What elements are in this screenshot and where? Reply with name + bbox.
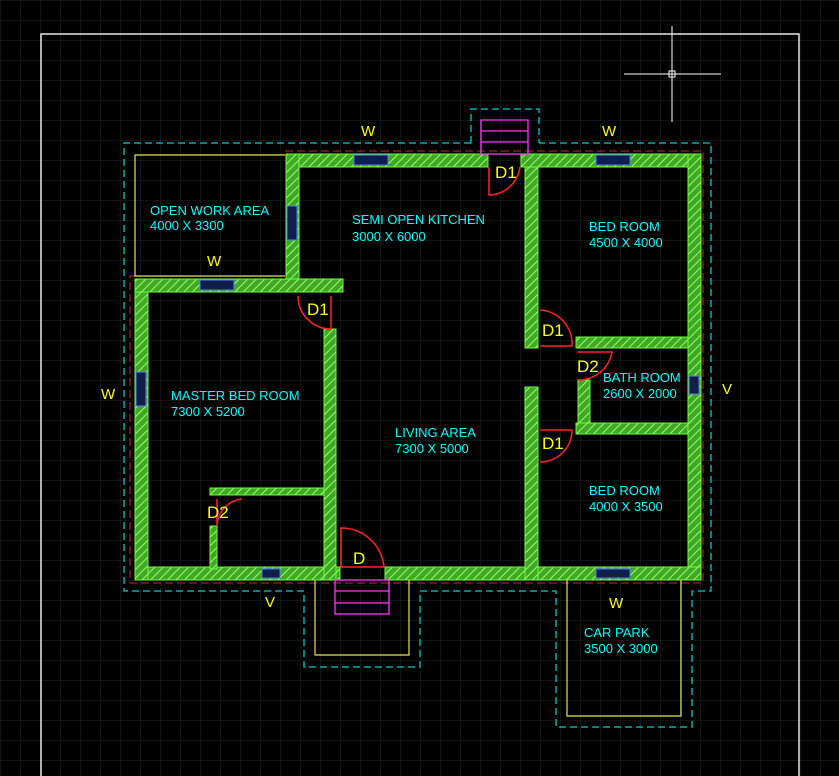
room-size-carpark: 3500 X 3000 <box>584 641 658 656</box>
door-bed2 <box>539 429 573 463</box>
door-kitchen-rear <box>488 166 521 196</box>
room-size-bed1: 4500 X 4000 <box>589 235 663 250</box>
door-tag-bed1: D1 <box>542 321 564 340</box>
room-size-living: 7300 X 5000 <box>395 441 469 456</box>
window-bed1-top <box>595 154 631 166</box>
vent-tag-master: V <box>265 594 275 611</box>
room-size-bath: 2600 X 2000 <box>603 386 677 401</box>
door-tag-bed2: D1 <box>542 434 564 453</box>
room-name-bed2: BED ROOM <box>589 483 660 498</box>
window-tag-bed2: W <box>609 595 624 612</box>
window-kitchen-top <box>353 154 389 166</box>
crosshair-cursor-icon <box>624 26 721 122</box>
yellow-outlines <box>134 154 682 717</box>
door-tag-master-inner: D2 <box>207 503 229 522</box>
room-name-living: LIVING AREA <box>395 425 476 440</box>
window-tag-bed1: W <box>602 123 617 140</box>
room-name-master: MASTER BED ROOM <box>171 388 300 403</box>
doors <box>216 166 613 568</box>
window-kitchen-left <box>286 205 298 241</box>
door-tag-master: D1 <box>307 300 329 319</box>
door-bath <box>577 351 613 381</box>
window-bed2-bottom <box>595 568 631 579</box>
room-size-bed2: 4000 X 3500 <box>589 499 663 514</box>
door-master-inner <box>216 498 243 527</box>
door-bed1 <box>539 309 573 347</box>
sheet-border <box>40 33 800 776</box>
plinth-outline <box>123 108 712 728</box>
room-name-bed1: BED ROOM <box>589 219 660 234</box>
window-tag-master-top: W <box>207 253 222 270</box>
door-tag-bath: D2 <box>577 357 599 376</box>
window-tag-kitchen: W <box>361 123 376 140</box>
door-master <box>297 295 332 330</box>
room-name-carpark: CAR PARK <box>584 625 650 640</box>
window-master-bottom <box>261 568 281 579</box>
door-tag-main: D <box>353 549 365 568</box>
room-name-bath: BATH ROOM <box>603 370 681 385</box>
room-size-open-work: 4000 X 3300 <box>150 218 224 233</box>
window-bath <box>688 375 700 395</box>
window-master-left <box>135 371 147 407</box>
door-tag-kitchen-rear: D1 <box>495 163 517 182</box>
room-name-open-work: OPEN WORK AREA <box>150 203 270 218</box>
rear-steps <box>480 119 529 155</box>
windows <box>135 154 700 579</box>
door-main-entrance <box>340 527 385 568</box>
room-size-master: 7300 X 5200 <box>171 404 245 419</box>
vent-tag-bath: V <box>722 381 732 398</box>
room-name-kitchen: SEMI OPEN KITCHEN <box>352 212 485 227</box>
window-tag-master-left: W <box>101 386 116 403</box>
front-steps <box>334 579 390 615</box>
room-size-kitchen: 3000 X 6000 <box>352 229 426 244</box>
window-master-top <box>199 279 235 291</box>
